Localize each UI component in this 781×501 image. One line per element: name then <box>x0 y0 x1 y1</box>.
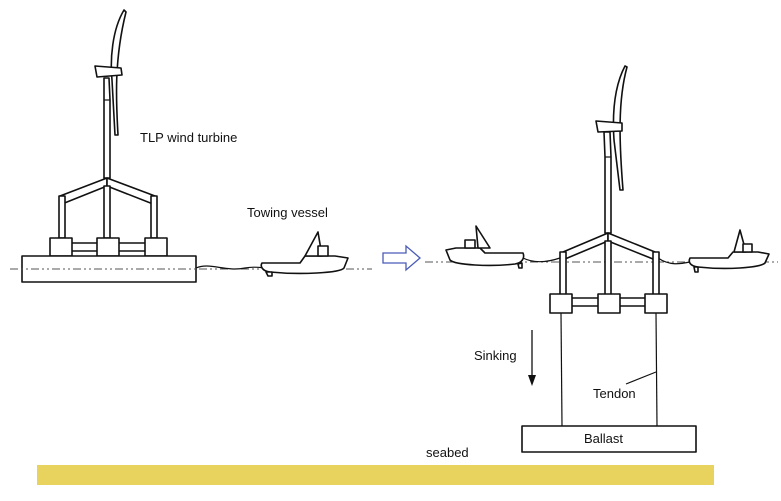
towing-vessel-right-left <box>445 225 525 269</box>
vessel-hull <box>260 255 349 275</box>
pontoon-left <box>549 293 573 314</box>
vessel-cabin <box>464 239 476 249</box>
mooring-line-left <box>522 257 561 263</box>
column-right <box>652 251 660 296</box>
turbine-tower <box>603 131 612 234</box>
turbine-tower <box>103 77 111 179</box>
tendon-right <box>655 312 658 427</box>
sinking-arrow-icon <box>528 375 536 386</box>
pontoon-right <box>144 237 168 257</box>
brace-left <box>562 232 609 260</box>
ballast-block <box>521 425 697 453</box>
brace-right <box>607 232 656 260</box>
label-towing-vessel: Towing vessel <box>247 205 328 220</box>
turbine-nacelle <box>94 65 123 78</box>
label-tendon: Tendon <box>593 386 636 401</box>
label-seabed: seabed <box>426 445 469 460</box>
pontoon-right <box>644 293 668 314</box>
vessel-rudder <box>517 262 523 269</box>
vessel-cabin <box>742 243 753 253</box>
label-turbine: TLP wind turbine <box>140 130 238 145</box>
column-left <box>58 195 66 239</box>
turbine-blade <box>110 9 127 136</box>
turbine-nacelle <box>595 120 623 133</box>
towing-vessel-left <box>260 231 349 277</box>
brace-right <box>106 177 156 205</box>
vessel-rudder <box>265 271 273 277</box>
label-sinking: Sinking <box>474 348 517 363</box>
right-turbine <box>549 65 668 314</box>
label-ballast: Ballast <box>584 431 624 446</box>
turbine-blade <box>612 65 628 191</box>
stage-arrow-icon <box>382 244 421 272</box>
column-right <box>150 195 158 239</box>
pontoon-left <box>49 237 73 257</box>
vessel-hull <box>688 251 770 270</box>
tendon-leader-line <box>625 371 657 385</box>
towing-vessel-right-right <box>688 229 770 273</box>
vessel-rudder <box>693 266 699 273</box>
column-left <box>559 251 567 296</box>
mooring-line-right <box>657 257 691 265</box>
barge <box>21 255 197 283</box>
brace-left <box>59 177 108 205</box>
column-center <box>604 240 612 296</box>
column-center <box>103 185 111 239</box>
vessel-cabin <box>317 245 329 257</box>
vessel-hull <box>445 247 525 267</box>
pontoon-center <box>597 293 621 314</box>
left-turbine <box>21 9 197 283</box>
tendon-left <box>560 312 563 427</box>
vessel-mast <box>475 225 491 249</box>
pontoon-center <box>96 237 120 257</box>
seabed <box>37 465 714 485</box>
